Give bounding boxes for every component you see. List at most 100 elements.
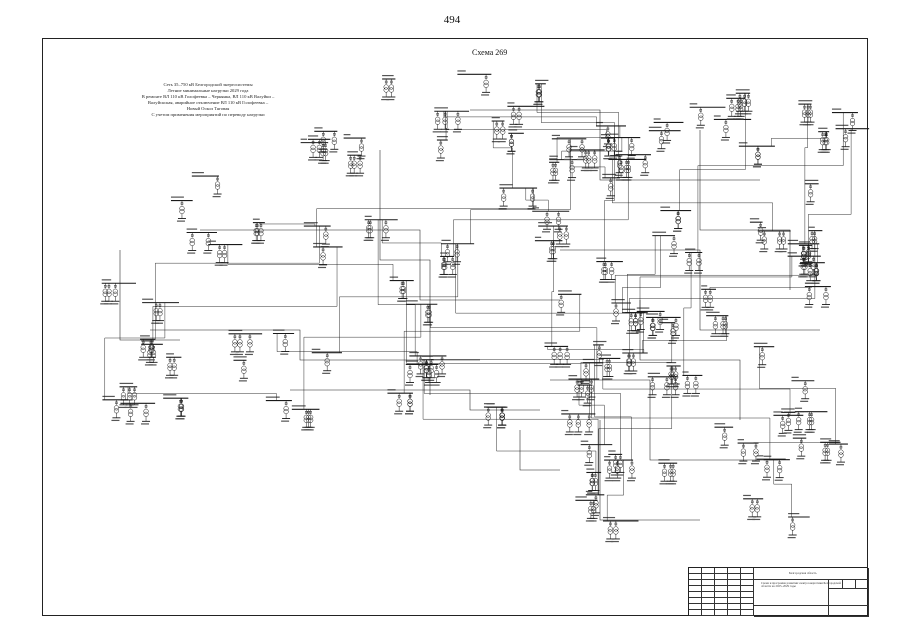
label-mark <box>615 474 624 476</box>
breaker-symbol <box>305 411 308 414</box>
label-mark <box>584 433 593 436</box>
transformer-winding <box>607 465 613 471</box>
breaker-symbol <box>321 144 325 147</box>
label-mark <box>140 335 150 337</box>
breaker-symbol <box>115 401 118 405</box>
label-mark <box>141 423 150 425</box>
transformer-winding <box>722 435 728 441</box>
transmission-line <box>422 359 599 495</box>
transformer-winding <box>586 422 592 428</box>
transmission-line <box>470 138 571 244</box>
breaker-symbol <box>614 456 617 459</box>
breaker-symbol <box>598 346 601 350</box>
label-mark <box>435 160 444 162</box>
trunk-line <box>639 300 741 420</box>
label-mark <box>781 408 795 410</box>
transformer-winding <box>712 324 718 330</box>
breaker-symbol <box>256 224 259 227</box>
title-block-cell <box>728 586 741 592</box>
label-mark <box>586 399 595 401</box>
title-block-field <box>856 580 869 589</box>
transformer-winding <box>247 339 253 345</box>
label-mark <box>835 464 844 466</box>
title-block-cell <box>741 574 754 580</box>
breaker-symbol <box>778 232 781 236</box>
transformer-winding <box>407 369 413 376</box>
label-mark <box>176 220 185 222</box>
label-mark <box>590 514 599 517</box>
transformer-winding <box>812 236 818 242</box>
transformer-winding <box>553 170 559 176</box>
transformer-winding <box>823 294 829 301</box>
breaker-symbol <box>730 100 733 103</box>
transformer-winding <box>557 351 563 357</box>
transformer-winding <box>253 231 259 237</box>
transmission-line <box>541 83 615 160</box>
label-mark <box>234 353 243 356</box>
transformer-winding <box>749 507 755 513</box>
transmission-line <box>753 442 839 444</box>
transformer-winding <box>113 408 119 414</box>
label-mark <box>355 175 364 177</box>
transformer-winding <box>629 143 635 149</box>
transmission-line <box>627 235 656 313</box>
label-mark <box>685 248 696 250</box>
label-mark <box>280 353 289 355</box>
transformer-winding <box>613 459 619 465</box>
scheme-description: Сеть 35–750 кВ Белгородской энергосистем… <box>108 82 308 119</box>
breaker-symbol <box>158 304 162 307</box>
breaker-symbol <box>446 245 449 248</box>
label-mark <box>611 323 620 325</box>
transformer-winding <box>435 116 441 122</box>
label-mark <box>589 169 598 172</box>
transformer-winding <box>617 160 623 166</box>
title-block-cell <box>728 568 741 574</box>
label-mark <box>640 174 649 176</box>
transformer-winding <box>426 309 432 315</box>
transformer-winding <box>814 268 820 274</box>
label-mark <box>437 375 446 378</box>
transmission-line <box>625 311 646 313</box>
breaker-symbol <box>724 121 728 124</box>
breaker-symbol <box>660 132 663 135</box>
label-mark <box>424 324 433 326</box>
transformer-winding <box>802 389 808 395</box>
label-mark <box>491 141 500 143</box>
breaker-symbol <box>587 151 591 155</box>
transformer-winding <box>167 362 173 368</box>
label-mark <box>548 260 557 262</box>
breaker-symbol <box>554 164 557 167</box>
transformer-winding <box>806 291 812 298</box>
label-mark <box>670 396 679 398</box>
label-mark <box>497 427 506 429</box>
transmission-line <box>104 302 166 400</box>
label-mark <box>166 353 174 355</box>
label-mark <box>281 420 290 422</box>
label-mark <box>700 309 709 311</box>
transmission-line <box>614 243 818 304</box>
label-mark <box>169 377 178 379</box>
transformer-winding <box>553 167 559 173</box>
label-mark <box>652 231 667 233</box>
transformer-winding <box>442 119 448 125</box>
label-mark <box>506 153 515 155</box>
breaker-symbol <box>324 144 327 147</box>
transformer-winding <box>649 322 655 328</box>
breaker-symbol <box>742 444 745 448</box>
transformer-winding <box>729 106 735 112</box>
transformer-winding <box>780 420 786 426</box>
transformer-winding <box>388 84 394 90</box>
transformer-winding <box>510 114 517 120</box>
label-mark <box>544 342 558 344</box>
breaker-symbol <box>839 445 843 449</box>
breaker-symbol <box>634 314 637 317</box>
title-block-cell <box>689 574 702 580</box>
transmission-line <box>629 230 816 353</box>
transformer-winding <box>586 453 592 459</box>
transformer-winding <box>586 155 592 161</box>
label-mark <box>646 313 659 315</box>
trunk-line <box>119 250 180 341</box>
breaker-symbol <box>802 258 805 261</box>
transformer-winding <box>755 151 761 157</box>
label-mark <box>840 148 849 150</box>
